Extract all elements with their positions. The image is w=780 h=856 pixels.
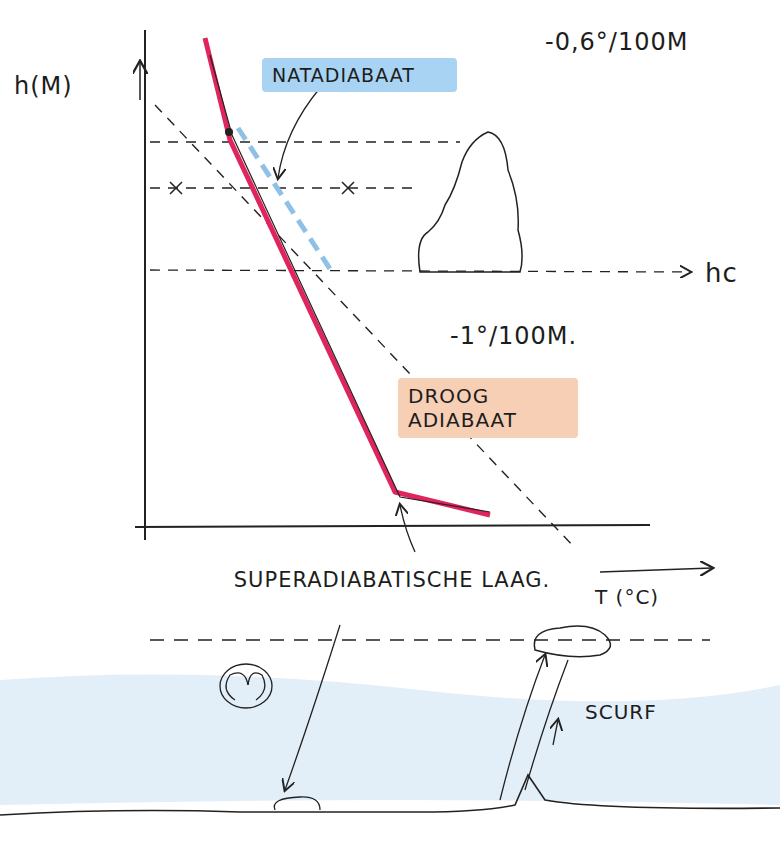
highlight-band: NATADIABAAT (262, 58, 457, 92)
annotation-label: -0,6°/100M (545, 28, 688, 56)
annotation-label: hc (705, 258, 738, 288)
annotation-label: SUPERADIABATISCHE LAAG. (232, 568, 552, 592)
adiabat-label: DROOG ADIABAAT (408, 384, 568, 432)
annotation-label: h(M) (14, 72, 73, 100)
annotation-label: T (°C) (595, 585, 659, 609)
annotation-label: SCURF (585, 700, 657, 724)
annotation-label: -1°/100M. (450, 322, 577, 350)
highlight-band: DROOG ADIABAAT (398, 378, 578, 438)
adiabat-label: NATADIABAAT (272, 64, 447, 86)
